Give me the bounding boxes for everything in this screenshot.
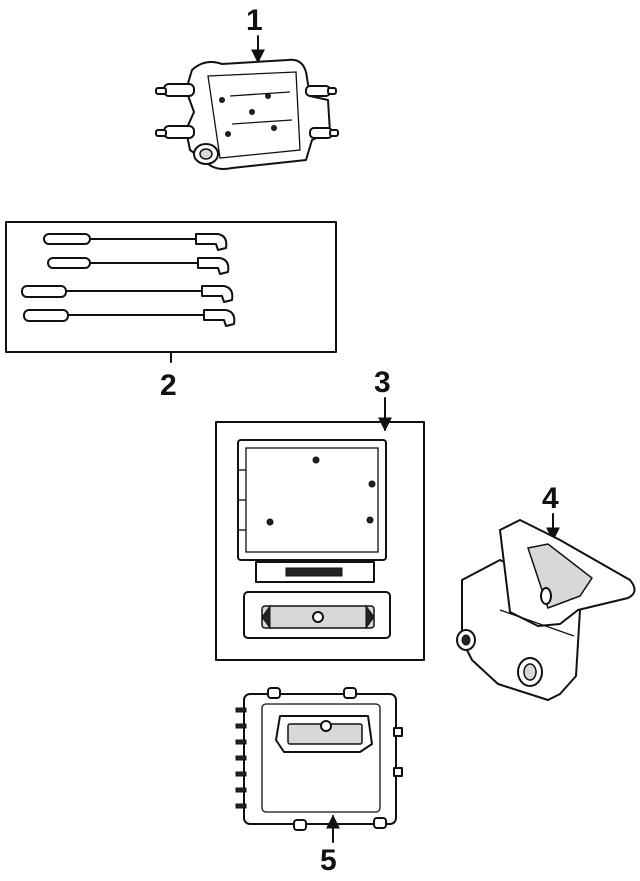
wire-1 [43,233,228,251]
callout-5: 5 [320,844,337,877]
part-5-transmission-control-module[interactable]: 5 [235,687,403,877]
wire-3 [21,285,234,303]
part-3-engine-control-module[interactable]: 3 [215,366,425,661]
wire-4 [23,309,236,327]
part-2-spark-plug-wires[interactable]: 2 [5,221,337,402]
callout-3: 3 [374,366,391,399]
part-4-mounting-bracket[interactable]: 4 [456,482,636,701]
part-1-ignition-coil[interactable]: 1 [155,4,339,170]
callout-4: 4 [542,482,559,515]
callout-1: 1 [246,4,263,37]
part-3-frame [215,421,425,661]
wire-2 [47,257,230,275]
callout-2: 2 [160,369,177,402]
